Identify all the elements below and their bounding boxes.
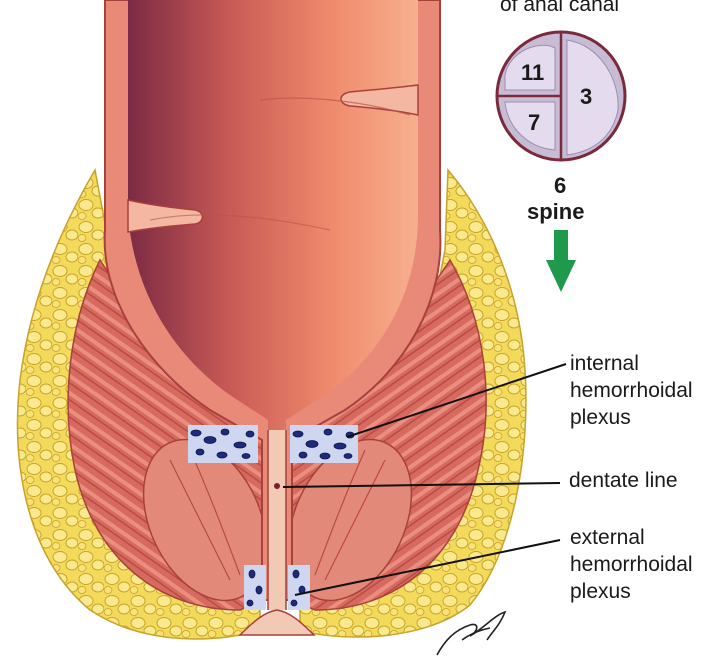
clock-position-7: 7: [528, 111, 540, 135]
spine-direction-arrow: [546, 230, 576, 292]
clock-position-11: 11: [521, 61, 544, 85]
internal-plexus-label-line3: plexus: [570, 406, 631, 430]
direction-number: 6: [554, 174, 566, 198]
internal-plexus-label-line2: hemorrhoidal: [570, 379, 693, 403]
internal-plexus-label-line1: internal: [570, 352, 639, 376]
external-plexus-label-line3: plexus: [570, 580, 631, 604]
external-plexus-label-line1: external: [570, 526, 645, 550]
clock-position-diagram: [497, 32, 625, 160]
dentate-line-label: dentate line: [569, 469, 678, 493]
clock-position-3: 3: [580, 85, 592, 109]
external-plexus-label-line2: hemorrhoidal: [570, 553, 693, 577]
direction-word: spine: [527, 200, 584, 224]
dentate-line-marker: [274, 483, 280, 489]
clock-diagram-caption: of anal canal: [500, 0, 619, 17]
